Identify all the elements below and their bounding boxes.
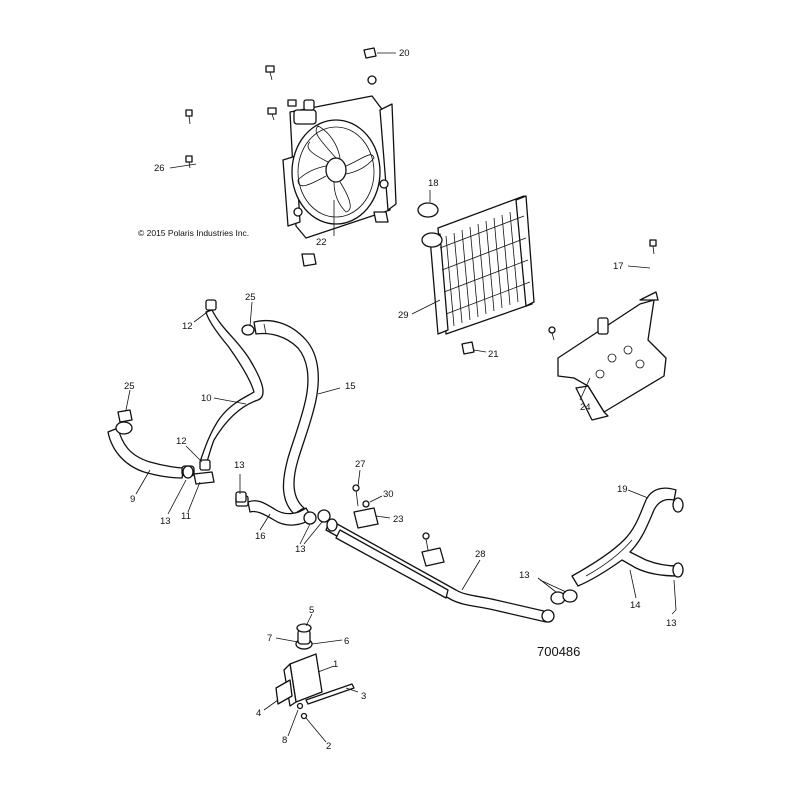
mounting-bracket — [548, 239, 667, 421]
callout-25-upper: 25 — [245, 292, 256, 303]
callout-13-right: 13 — [519, 570, 530, 581]
radiator — [417, 195, 535, 355]
callout-13-far-right: 13 — [666, 618, 677, 629]
callout-23: 23 — [393, 514, 404, 525]
callout-9: 9 — [130, 494, 135, 505]
callout-7: 7 — [267, 633, 272, 644]
callout-26: 26 — [154, 163, 165, 174]
hose-9 — [107, 409, 195, 479]
hose-clamps — [182, 465, 578, 605]
callout-12-upper: 12 — [182, 321, 193, 332]
callout-30: 30 — [383, 489, 394, 500]
fan-shroud-assembly — [282, 75, 397, 239]
callout-11: 11 — [181, 511, 191, 522]
callout-19: 19 — [617, 484, 628, 495]
callout-13-middle: 13 — [295, 544, 306, 555]
callout-17: 17 — [613, 261, 624, 272]
hose-16 — [235, 495, 313, 526]
fan-fasteners — [185, 47, 389, 267]
callout-3: 3 — [361, 691, 366, 702]
overflow-bottle — [275, 623, 355, 720]
fitting-11 — [193, 471, 215, 485]
callout-16: 16 — [255, 531, 266, 542]
callout-12-lower: 12 — [176, 436, 187, 447]
callout-13-upper: 13 — [234, 460, 245, 471]
callout-8: 8 — [282, 735, 287, 746]
callout-24: 24 — [580, 402, 591, 413]
callout-29: 29 — [398, 310, 409, 321]
coolant-pipe-28 — [325, 518, 555, 623]
callout-6: 6 — [344, 636, 349, 647]
callout-14: 14 — [630, 600, 641, 611]
callout-22: 22 — [316, 237, 327, 248]
callout-15: 15 — [345, 381, 356, 392]
callout-labels: 1 2 3 4 5 6 7 8 9 10 11 12 12 13 13 13 1… — [124, 48, 677, 752]
callout-2: 2 — [326, 741, 331, 752]
callout-21: 21 — [488, 349, 499, 360]
callout-4: 4 — [256, 708, 261, 719]
hose-15 — [241, 319, 319, 515]
diagram-id: 700486 — [537, 644, 580, 659]
hose-10 — [199, 299, 264, 471]
copyright-notice: © 2015 Polaris Industries Inc. — [138, 228, 249, 238]
callout-1: 1 — [333, 659, 338, 670]
callout-18: 18 — [428, 178, 439, 189]
callout-28: 28 — [475, 549, 486, 560]
callout-27: 27 — [355, 459, 366, 470]
callout-25-left: 25 — [124, 381, 135, 392]
leader-lines — [125, 52, 677, 743]
hose-14 — [571, 487, 684, 611]
callout-5: 5 — [309, 605, 314, 616]
callout-20: 20 — [399, 48, 410, 59]
callout-13-left: 13 — [160, 516, 171, 527]
pipe-clips — [352, 484, 445, 567]
callout-10: 10 — [201, 393, 212, 404]
